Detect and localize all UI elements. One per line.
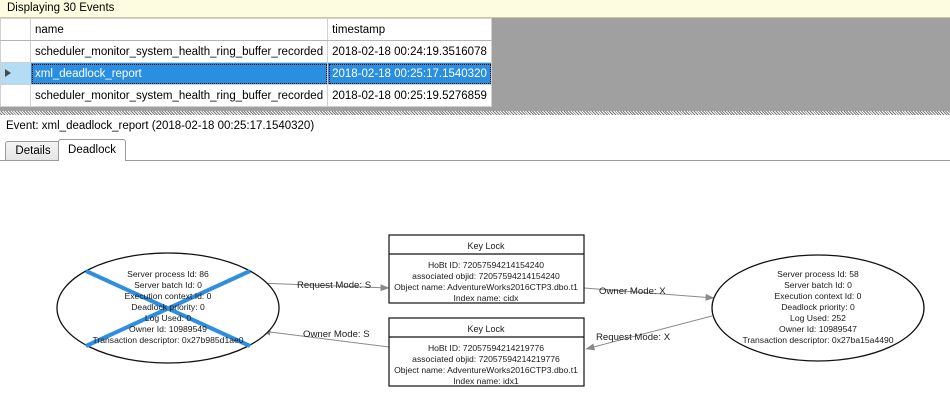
edge-label-bottom-owner-left: Owner Mode: S (303, 329, 370, 340)
row-selector-cell[interactable] (0, 62, 31, 85)
cell-timestamp[interactable]: 2018-02-18 00:25:19.5276859 (327, 84, 493, 107)
keylock-top-line-0: HoBt ID: 72057594214154240 (428, 260, 544, 270)
resource-node-keylock-top[interactable]: Key Lock HoBt ID: 72057594214154240 asso… (388, 234, 585, 304)
edge-left-request-top: Request Mode: S (257, 280, 390, 292)
resource-node-keylock-bottom[interactable]: Key Lock HoBt ID: 72057594214219776 asso… (388, 317, 585, 387)
keylock-top-title: Key Lock (467, 241, 505, 251)
edge-top-owner-right: Owner Mode: X (583, 286, 715, 301)
keylock-bottom-line-1: associated objid: 72057594214219776 (412, 354, 560, 364)
events-grid[interactable]: name timestamp scheduler_monitor_system_… (0, 18, 493, 107)
events-grid-container[interactable]: name timestamp scheduler_monitor_system_… (0, 18, 950, 111)
tab-strip: Details Deadlock (0, 139, 950, 161)
process-right-line-0: Server process Id: 58 (777, 269, 859, 279)
process-right-line-5: Owner Id: 10989547 (779, 324, 857, 334)
events-banner: Displaying 30 Events (0, 0, 950, 18)
row-selector-cell[interactable] (0, 40, 31, 63)
cell-name[interactable]: scheduler_monitor_system_health_ring_buf… (29, 40, 329, 63)
deadlock-graph-panel[interactable]: Request Mode: S Owner Mode: X Owner Mode… (0, 160, 950, 400)
cell-timestamp[interactable]: 2018-02-18 00:25:17.1540320 (327, 62, 493, 85)
process-right-line-4: Log Used: 252 (790, 313, 846, 323)
table-row[interactable]: scheduler_monitor_system_health_ring_buf… (0, 40, 493, 63)
horizontal-splitter[interactable] (0, 111, 950, 117)
deadlock-victim-cross-icon (85, 269, 251, 348)
process-left-line-0: Server process Id: 86 (127, 269, 209, 279)
splitter-grip-icon[interactable] (0, 111, 950, 115)
edge-right-request-bottom: Request Mode: X (585, 315, 713, 351)
process-right-line-2: Execution context Id: 0 (775, 291, 862, 301)
keylock-top-line-1: associated objid: 72057594214154240 (412, 271, 560, 281)
process-left-line-3: Deadlock priority: 0 (131, 302, 205, 312)
column-header-timestamp[interactable]: timestamp (327, 18, 493, 41)
event-header-label: Event: xml_deadlock_report (2018-02-18 0… (6, 120, 315, 132)
tab-details[interactable]: Details (5, 141, 61, 161)
keylock-bottom-line-3: Index name: idx1 (453, 376, 519, 386)
edge-bottom-owner-left: Owner Mode: S (261, 328, 390, 348)
row-selector-arrow-icon (5, 68, 11, 77)
process-right-line-6: Transaction descriptor: 0x27ba15a4490 (742, 335, 893, 345)
cell-name[interactable]: scheduler_monitor_system_health_ring_buf… (29, 84, 329, 107)
process-node-left[interactable]: Server process Id: 86 Server batch Id: 0… (56, 252, 280, 364)
table-row[interactable]: scheduler_monitor_system_health_ring_buf… (0, 84, 493, 107)
cell-timestamp[interactable]: 2018-02-18 00:24:19.3516078 (327, 40, 493, 63)
keylock-top-line-3: Index name: cidx (454, 293, 520, 303)
process-node-right[interactable]: Server process Id: 58 Server batch Id: 0… (711, 254, 925, 362)
process-right-line-3: Deadlock priority: 0 (781, 302, 855, 312)
edge-label-right-request-bottom: Request Mode: X (596, 332, 671, 343)
process-left-line-5: Owner Id: 10989549 (129, 324, 207, 334)
table-row[interactable]: xml_deadlock_report 2018-02-18 00:25:17.… (0, 62, 493, 85)
cell-name[interactable]: xml_deadlock_report (29, 62, 329, 85)
process-left-line-4: Log Used: 0 (145, 313, 192, 323)
event-header: Event: xml_deadlock_report (2018-02-18 0… (0, 117, 950, 137)
process-left-line-6: Transaction descriptor: 0x27b985d1ae0 (92, 335, 243, 345)
keylock-bottom-title: Key Lock (467, 324, 505, 334)
column-header-name[interactable]: name (29, 18, 329, 41)
edge-label-left-request-top: Request Mode: S (297, 280, 371, 291)
edge-label-top-owner-right: Owner Mode: X (599, 286, 666, 297)
process-left-line-2: Execution context Id: 0 (125, 291, 212, 301)
row-selector-cell[interactable] (0, 84, 31, 107)
events-banner-label: Displaying 30 Events (7, 2, 115, 14)
keylock-top-line-2: Object name: AdventureWorks2016CTP3.dbo.… (394, 282, 578, 292)
keylock-bottom-line-2: Object name: AdventureWorks2016CTP3.dbo.… (394, 365, 578, 375)
process-right-line-1: Server batch Id: 0 (784, 280, 852, 290)
tab-deadlock[interactable]: Deadlock (58, 139, 126, 161)
deadlock-graph[interactable]: Request Mode: S Owner Mode: X Owner Mode… (0, 161, 950, 400)
process-left-line-1: Server batch Id: 0 (134, 280, 202, 290)
keylock-bottom-line-0: HoBt ID: 72057594214219776 (428, 343, 544, 353)
column-header-selector[interactable] (0, 18, 31, 41)
table-header-row: name timestamp (0, 18, 493, 41)
